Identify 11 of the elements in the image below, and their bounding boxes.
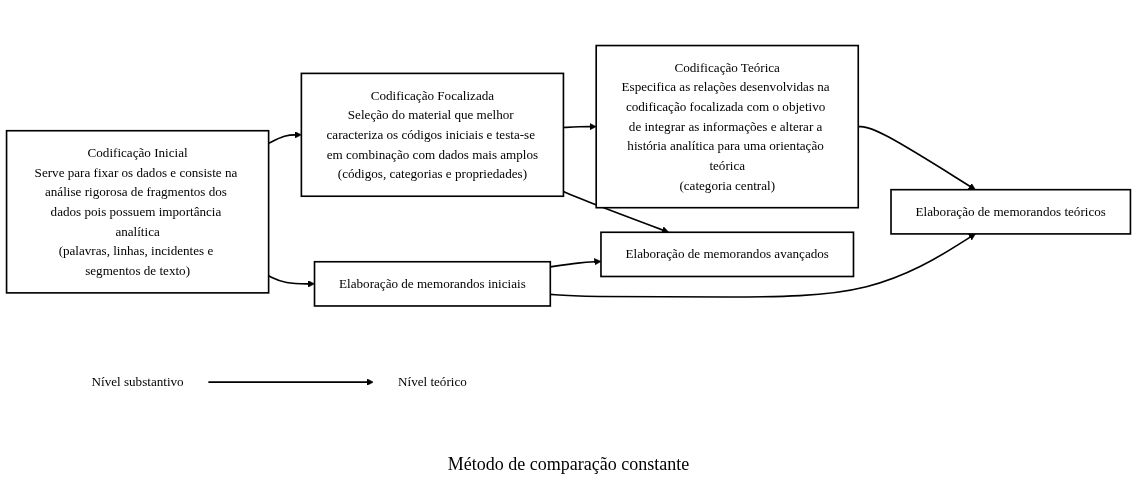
node-box: Elaboração de memorandos teóricos xyxy=(890,188,1132,235)
node-box: Elaboração de memorandos avançados xyxy=(600,231,855,278)
arrow xyxy=(562,190,669,234)
node-box: Codificação Inicial Serve para fixar os dados e consiste na análise rigorosa de fragmentos dos dados pois possuem importância analítica (palavras, linhas, incidentes e segmentos de texto) xyxy=(5,130,270,294)
node-text: Nível teórico xyxy=(398,374,467,389)
node-box: Codificação Focalizada Seleção do material que melhor caracteriza os códigos iniciais e testa-se em combinação com dados mais amplos (códigos, categorias e propriedades) xyxy=(300,72,565,198)
arrow xyxy=(207,378,374,386)
note-text: Método de comparação constante xyxy=(447,454,690,475)
node-text: Nível substantivo xyxy=(91,374,184,389)
node-box: Codificação Teórica Especifica as relações desenvolvidas na codificação focalizada com o objetivo de integrar as informações e alterar a história analítica para uma orientação teórica (categoria central) xyxy=(595,44,860,209)
node-box: Elaboração de memorandos iniciais xyxy=(313,261,552,307)
